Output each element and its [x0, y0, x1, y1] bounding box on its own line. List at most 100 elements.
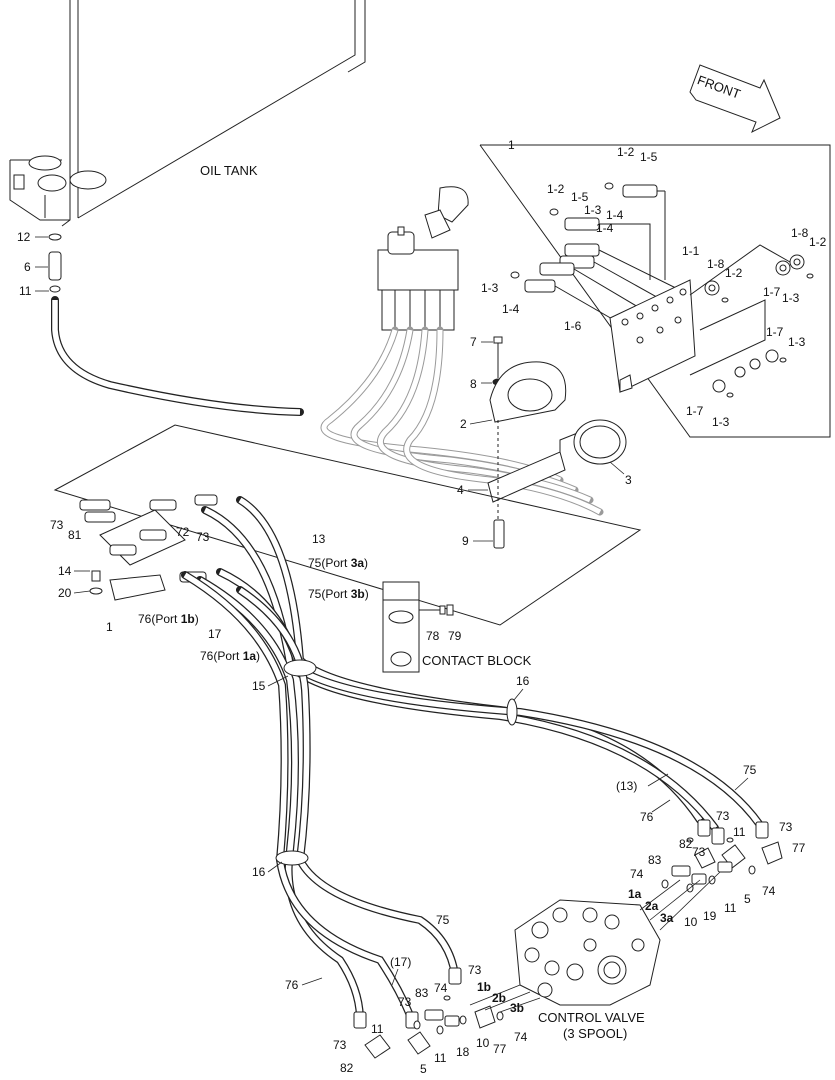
- label-4: 4: [457, 483, 464, 497]
- label-5-r: 5: [744, 892, 751, 906]
- contact-block-label: CONTACT BLOCK: [422, 653, 532, 668]
- pilot-hoses-ghost: [320, 326, 604, 516]
- label-kit-1-7-a: 1-7: [763, 285, 781, 299]
- label-73-b2: 73: [398, 995, 412, 1009]
- label-kit-1-2-b: 1-2: [547, 182, 565, 196]
- label-kit-1-3-d: 1-3: [788, 335, 806, 349]
- label-3b: 3b: [510, 1001, 524, 1015]
- label-3: 3: [625, 473, 632, 487]
- label-77-b: 77: [493, 1042, 507, 1056]
- kit-fittings: [510, 182, 814, 398]
- label-kit-1-1: 1-1: [682, 244, 700, 258]
- label-13-paren: (13): [616, 779, 637, 793]
- label-kit-1-7-b: 1-7: [766, 325, 784, 339]
- label-16-b: 16: [252, 865, 266, 879]
- label-11-tank: 11: [19, 284, 32, 298]
- label-76-port-1b: 76(Port 1b): [138, 612, 199, 626]
- label-kit-1-3-b: 1-3: [782, 291, 800, 305]
- label-74-r1: 74: [630, 867, 644, 881]
- label-kit-1: 1: [508, 138, 515, 152]
- label-76-port-1a: 76(Port 1a): [200, 649, 260, 663]
- label-76-r: 76: [640, 810, 654, 824]
- right-fittings: [639, 819, 783, 931]
- label-kit-1-7-c: 1-7: [686, 404, 704, 418]
- label-10-b: 10: [476, 1036, 490, 1050]
- label-8: 8: [470, 377, 477, 391]
- label-75-r: 75: [743, 763, 757, 777]
- label-1b: 1b: [477, 980, 491, 994]
- control-valve-label-2: (3 SPOOL): [563, 1026, 627, 1041]
- label-17-paren: (17): [390, 955, 411, 969]
- label-7: 7: [470, 335, 477, 349]
- label-75-port-3b: 75(Port 3b): [308, 587, 369, 601]
- label-76-b: 76: [285, 978, 299, 992]
- label-14: 14: [58, 564, 72, 578]
- contact-block: [382, 581, 454, 673]
- label-kit-1-3-a: 1-3: [584, 203, 602, 217]
- label-83-b: 83: [415, 986, 429, 1000]
- label-11-b2: 11: [434, 1051, 447, 1065]
- label-81: 81: [68, 528, 82, 542]
- label-77-r: 77: [792, 841, 806, 855]
- label-2: 2: [460, 417, 467, 431]
- label-18-b: 18: [456, 1045, 470, 1059]
- block-box: [53, 424, 642, 626]
- label-1a: 1a: [628, 887, 642, 901]
- label-1-block: 1: [106, 620, 113, 634]
- label-12: 12: [17, 230, 31, 244]
- label-73-r2: 73: [779, 820, 793, 834]
- label-74-r2: 74: [762, 884, 776, 898]
- label-11-r: 11: [733, 825, 746, 839]
- label-kit-1-3-e: 1-3: [712, 415, 730, 429]
- label-20: 20: [58, 586, 72, 600]
- label-17: 17: [208, 627, 222, 641]
- label-78: 78: [426, 629, 440, 643]
- label-73-b: 73: [196, 530, 210, 544]
- label-kit-1-5-b: 1-5: [571, 190, 589, 204]
- main-hoses: [181, 496, 764, 1024]
- oil-tank: [9, 0, 366, 227]
- label-74-b: 74: [434, 981, 448, 995]
- label-73-r1: 73: [716, 809, 730, 823]
- label-9: 9: [462, 534, 469, 548]
- label-83-r: 83: [648, 853, 662, 867]
- label-11-b1: 11: [371, 1022, 384, 1036]
- label-82-r: 82: [679, 837, 693, 851]
- label-73-a: 73: [50, 518, 64, 532]
- hose-clamps: [275, 659, 518, 866]
- label-13: 13: [312, 532, 326, 546]
- control-valve: [514, 899, 661, 1006]
- label-kit-1-4-a: 1-4: [606, 208, 624, 222]
- front-arrow-icon: [689, 64, 781, 134]
- label-2a: 2a: [645, 899, 659, 913]
- distribution-block: [79, 494, 218, 601]
- label-74-b2: 74: [514, 1030, 528, 1044]
- bottom-fittings: [353, 967, 541, 1059]
- label-72: 72: [176, 525, 190, 539]
- label-79: 79: [448, 629, 462, 643]
- suction-filter-group: [48, 233, 304, 416]
- label-kit-1-2-d: 1-2: [809, 235, 827, 249]
- pilot-valve: [377, 186, 469, 331]
- label-15: 15: [252, 679, 266, 693]
- label-5-b: 5: [420, 1062, 427, 1076]
- label-16-a: 16: [516, 674, 530, 688]
- label-kit-1-8-b: 1-8: [791, 226, 809, 240]
- label-11-r2: 11: [724, 901, 737, 915]
- label-kit-1-4-c: 1-4: [502, 302, 520, 316]
- label-6: 6: [24, 260, 31, 274]
- label-kit-1-4-b: 1-4: [596, 221, 614, 235]
- label-3a: 3a: [660, 911, 674, 925]
- label-2b: 2b: [492, 991, 506, 1005]
- label-73-r3: 73: [692, 845, 706, 859]
- label-75-port-3a: 75(Port 3a): [308, 556, 368, 570]
- label-82-b: 82: [340, 1061, 354, 1075]
- label-10-r: 10: [684, 915, 698, 929]
- label-75-b: 75: [436, 913, 450, 927]
- label-73-b3: 73: [333, 1038, 347, 1052]
- label-kit-1-2-a: 1-2: [617, 145, 635, 159]
- oil-tank-label: OIL TANK: [200, 163, 258, 178]
- label-kit-1-5-a: 1-5: [640, 150, 658, 164]
- label-kit-1-3-c: 1-3: [481, 281, 499, 295]
